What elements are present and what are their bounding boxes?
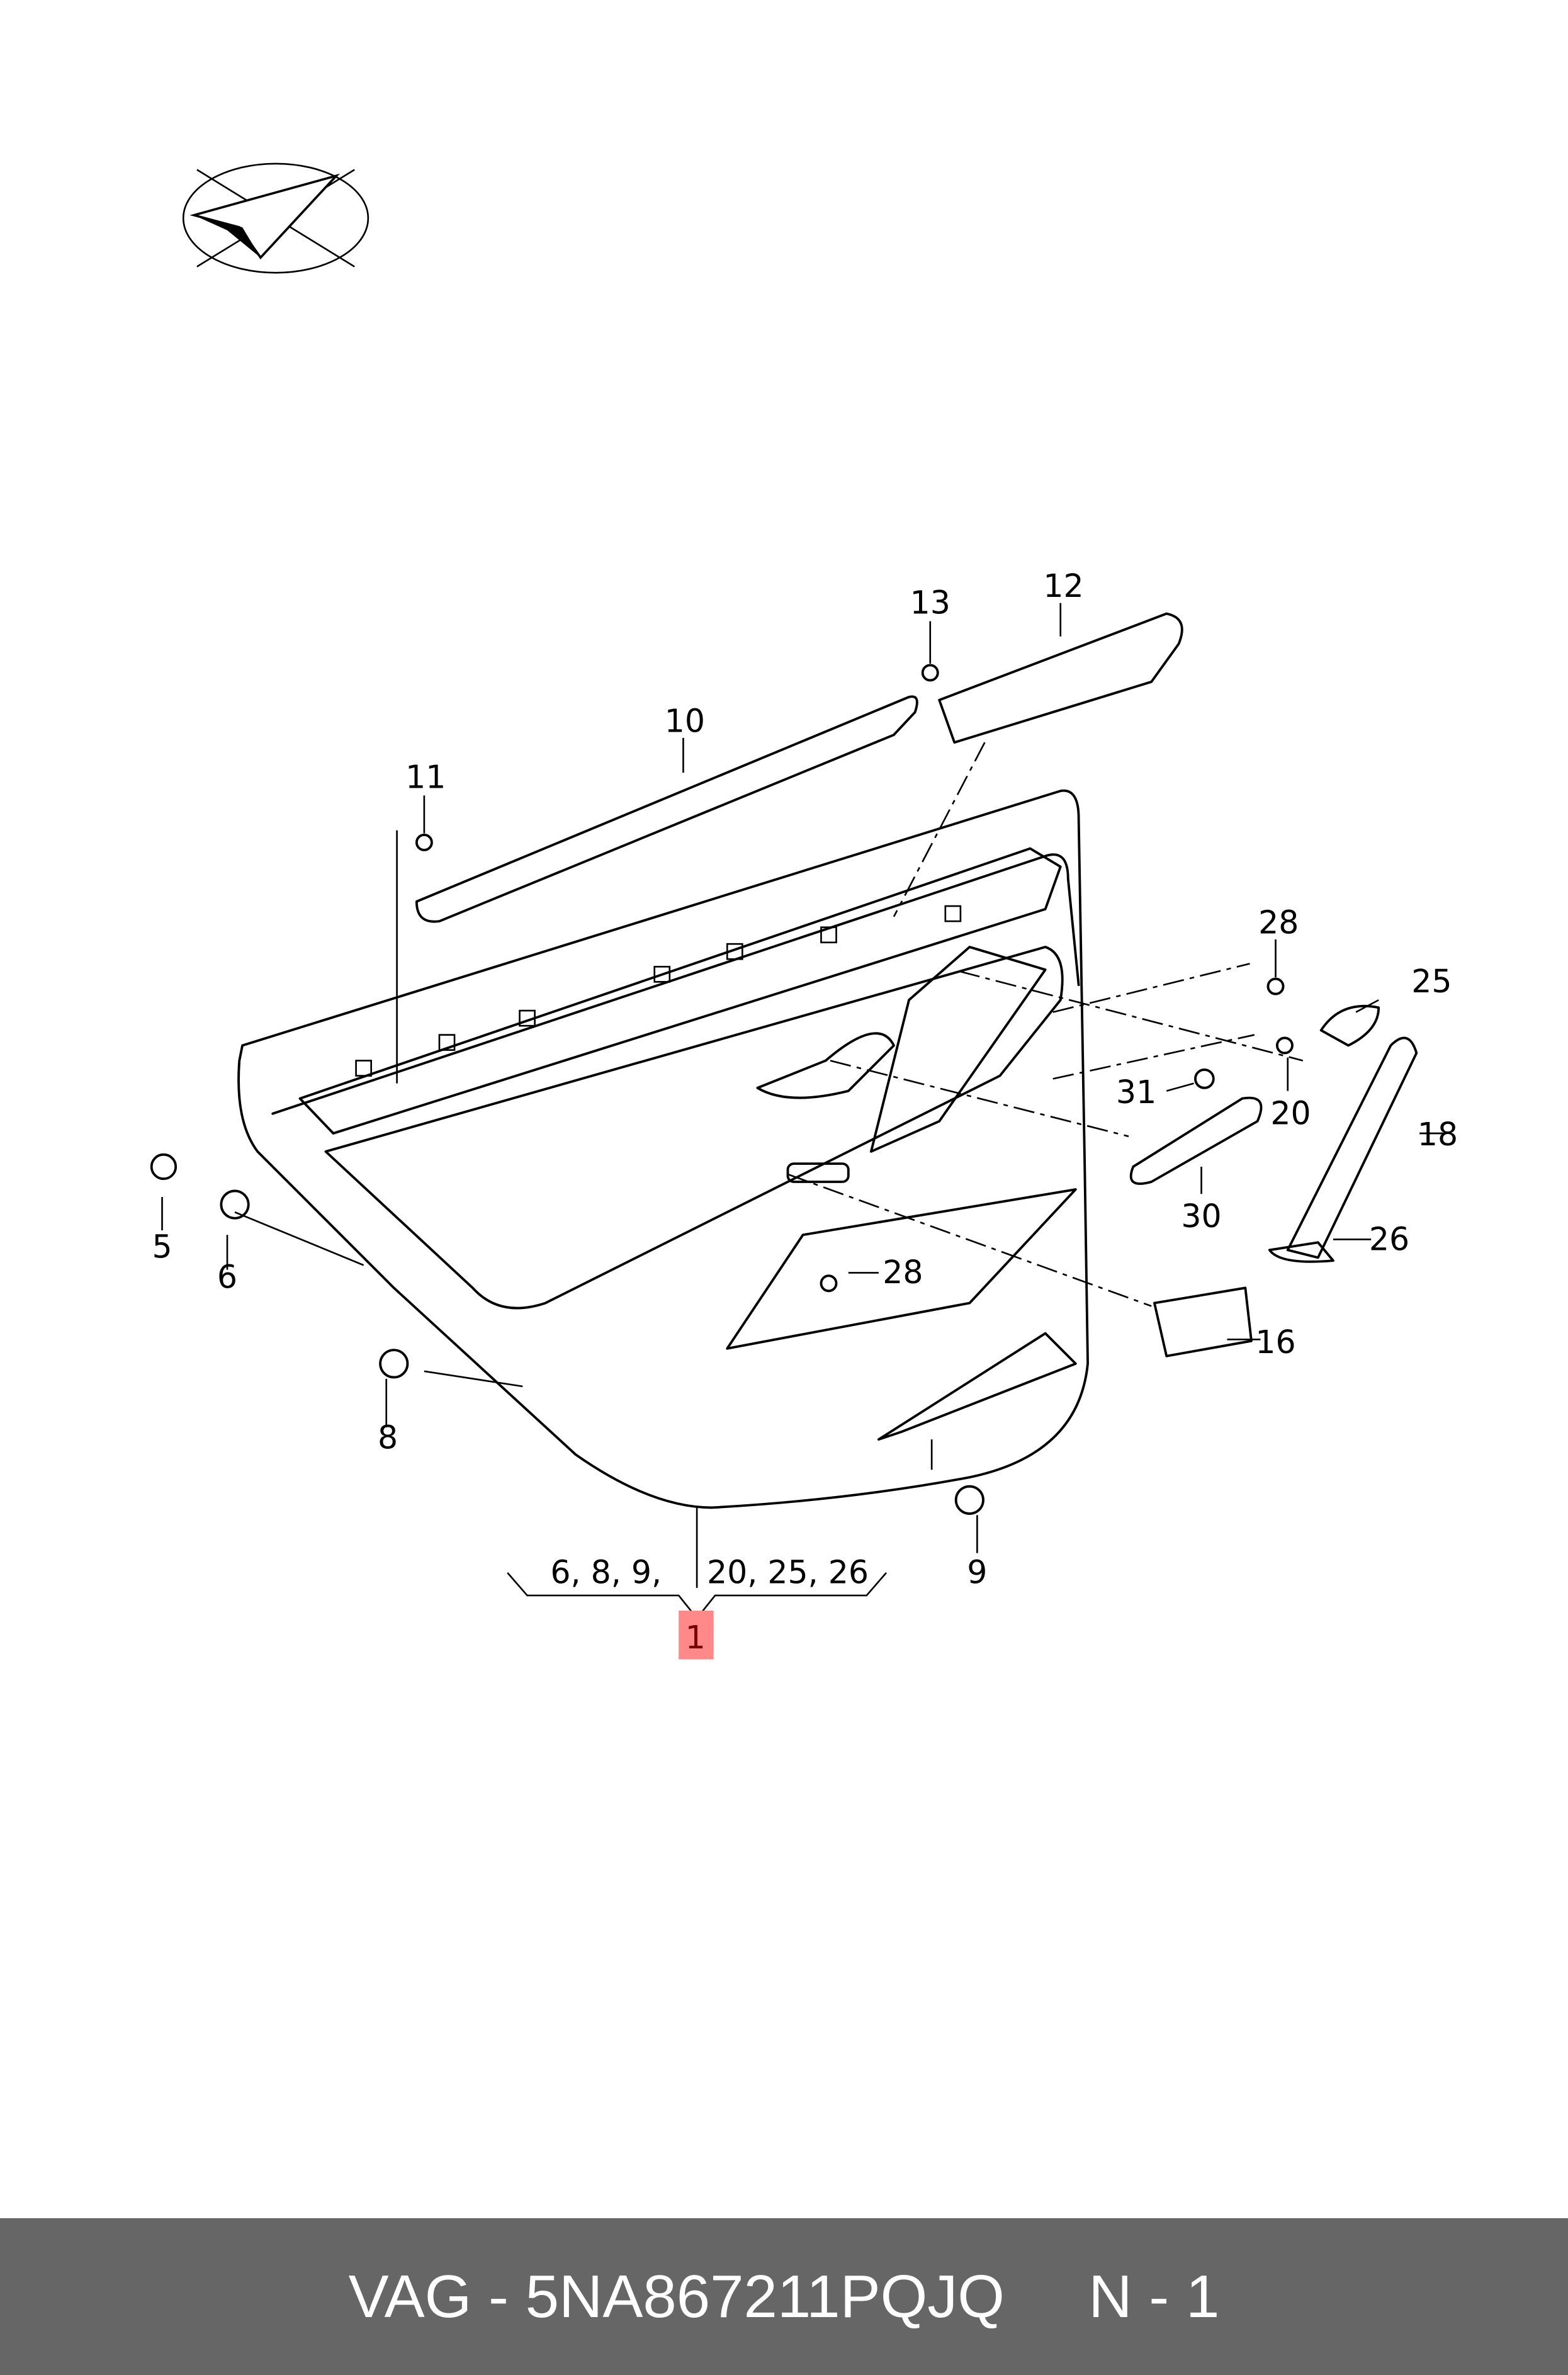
callout-5: 5 <box>152 1228 172 1265</box>
callout-28b: 28 <box>883 1254 923 1291</box>
footer-bar: VAG - 5NA867211PQJQ N - 1 <box>0 2218 1568 2375</box>
brand: VAG <box>348 2262 472 2330</box>
callout-31: 31 <box>1116 1074 1156 1111</box>
callout-20: 20 <box>1270 1095 1311 1132</box>
callout-28: 28 <box>1258 904 1299 941</box>
leader-lines <box>161 603 1447 1620</box>
separator: - <box>471 2262 526 2330</box>
callout-9: 9 <box>967 1554 987 1591</box>
callout-8: 8 <box>378 1419 398 1456</box>
callout-26: 26 <box>1369 1220 1409 1257</box>
part-25-cap <box>1319 1004 1380 1047</box>
parts-diagram: 13 12 10 11 28 25 31 20 18 30 26 5 6 28 … <box>150 162 1458 1660</box>
part-30-cover <box>1129 1096 1263 1185</box>
door-trim-panel <box>237 789 1089 1509</box>
part-10-strip <box>415 695 918 923</box>
main-part-label[interactable]: 1 <box>685 1619 706 1656</box>
callout-10: 10 <box>665 702 705 739</box>
callout-13: 13 <box>910 584 950 621</box>
position-label: N - 1 <box>1088 2262 1220 2330</box>
callout-labels: 13 12 10 11 28 25 31 20 18 30 26 5 6 28 … <box>152 567 1458 1660</box>
part-12-handle-bezel <box>938 612 1183 744</box>
callout-30: 30 <box>1181 1198 1221 1235</box>
main-part-highlight <box>679 1611 714 1660</box>
group-left-label: 6, 8, 9, <box>550 1554 662 1591</box>
callout-11: 11 <box>405 758 446 795</box>
fasteners <box>150 664 1294 1515</box>
callout-12: 12 <box>1043 567 1083 604</box>
callout-16: 16 <box>1255 1324 1295 1361</box>
part-16-switch <box>1153 1286 1253 1358</box>
callout-18: 18 <box>1418 1116 1458 1153</box>
callout-25: 25 <box>1411 963 1452 1000</box>
callout-6: 6 <box>217 1258 237 1295</box>
catalog-logo <box>182 162 369 274</box>
part-number: 5NA867211PQJQ <box>525 2262 1005 2330</box>
spacer <box>1005 2262 1088 2332</box>
group-right-label: 20, 25, 26 <box>707 1554 869 1591</box>
part-18-grip <box>1286 1036 1418 1259</box>
part-26-cap <box>1268 1241 1334 1263</box>
